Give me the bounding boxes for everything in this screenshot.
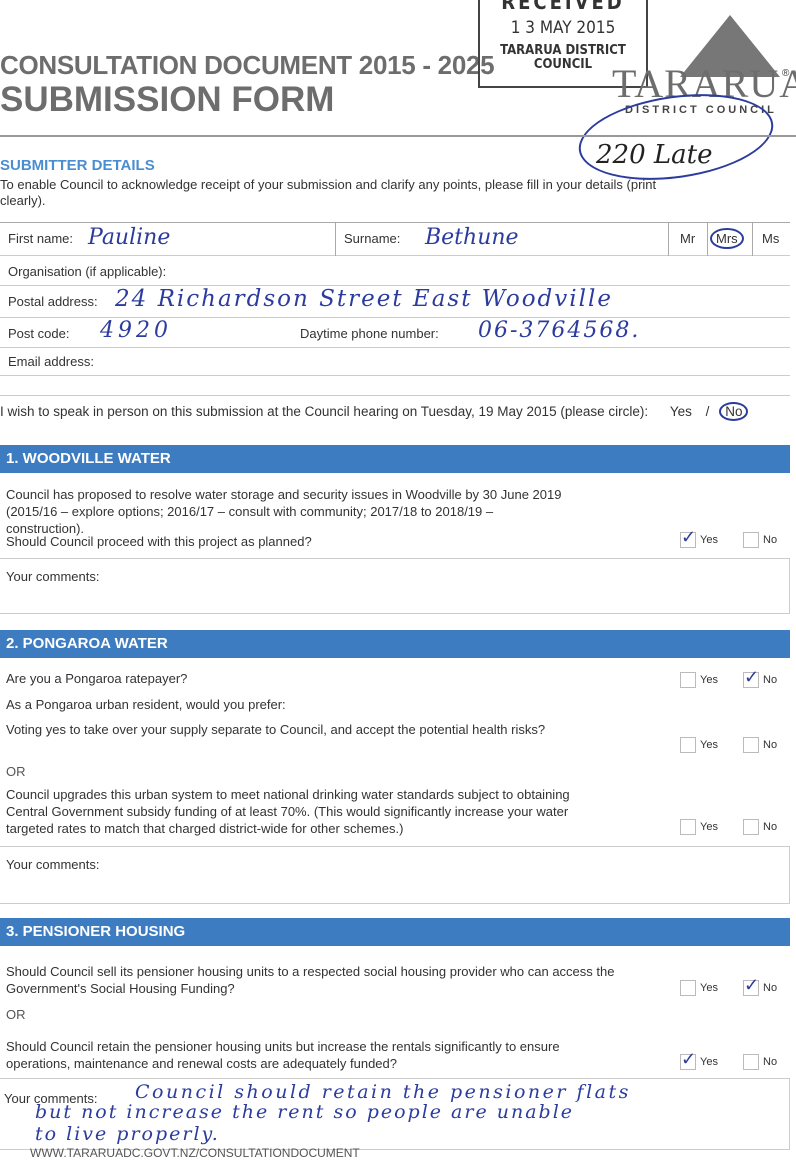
email-field[interactable] xyxy=(0,376,790,396)
stamp-date: 1 3 MAY 2015 xyxy=(510,18,616,38)
title-mr[interactable]: Mr xyxy=(680,231,696,246)
first-name-field[interactable]: Pauline xyxy=(88,225,171,250)
speak-separator: / xyxy=(705,404,710,419)
section-pongaroa-water: 2. PONGAROA WATER xyxy=(0,630,790,658)
s2-q1-no[interactable]: ✓No xyxy=(743,667,778,688)
submitter-intro: To enable Council to acknowledge receipt… xyxy=(0,177,657,208)
s1-no[interactable]: No xyxy=(743,532,777,548)
check-icon: ✓ xyxy=(744,975,760,995)
submitter-heading: SUBMITTER DETAILS xyxy=(0,157,155,174)
title-mrs[interactable]: Mrs xyxy=(710,228,744,249)
s2-q4-no[interactable]: No xyxy=(743,819,777,835)
s3-q1-no[interactable]: ✓No xyxy=(743,975,778,996)
footer-url[interactable]: WWW.TARARUADC.GOVT.NZ/CONSULTATIONDOCUME… xyxy=(30,1146,360,1160)
divider xyxy=(0,135,796,137)
s1-question: Council has proposed to resolve water st… xyxy=(6,487,562,536)
surname-label: Surname: xyxy=(344,231,401,246)
s2-q4: Council upgrades this urban system to me… xyxy=(6,787,570,836)
speak-question: I wish to speak in person on this submis… xyxy=(0,402,749,421)
section-woodville-water: 1. WOODVILLE WATER xyxy=(0,445,790,473)
s3-or: OR xyxy=(6,1007,26,1022)
s2-comments[interactable]: Your comments: xyxy=(0,846,790,904)
s2-q4-yes[interactable]: Yes xyxy=(680,819,718,835)
stamp-title: RECEIVED xyxy=(501,0,625,14)
s3-q2: Should Council retain the pensioner hous… xyxy=(6,1039,560,1071)
late-annotation: 220 Late xyxy=(596,140,713,170)
logo-name: TARARUA xyxy=(612,61,796,106)
s2-q1-yes[interactable]: Yes xyxy=(680,672,718,688)
s3-q1: Should Council sell its pensioner housin… xyxy=(6,964,615,996)
speak-no[interactable]: No xyxy=(719,402,749,421)
postal-row: Postal address: 24 Richardson Street Eas… xyxy=(0,286,790,318)
speak-yes[interactable]: Yes xyxy=(669,404,692,419)
surname-field[interactable]: Bethune xyxy=(425,225,519,250)
stamp-org: TARARUA DISTRICT COUNCIL xyxy=(500,43,626,72)
submitter-table: First name: Pauline Surname: Bethune Mr … xyxy=(0,222,790,396)
doc-title: CONSULTATION DOCUMENT 2015 - 2025 xyxy=(0,50,495,80)
first-name-label: First name: xyxy=(8,231,74,246)
s1-comments[interactable]: Your comments: xyxy=(0,558,790,614)
s2-q2: As a Pongaroa urban resident, would you … xyxy=(6,697,286,712)
section-pensioner-housing: 3. PENSIONER HOUSING xyxy=(0,918,790,946)
org-label: Organisation (if applicable): xyxy=(8,264,167,279)
s3-comments[interactable]: Your comments: Council should retain the… xyxy=(0,1078,790,1150)
registered-mark: ® xyxy=(782,68,790,79)
s2-q3-yes[interactable]: Yes xyxy=(680,737,718,753)
title-ms[interactable]: Ms xyxy=(762,231,780,246)
org-row: Organisation (if applicable): xyxy=(0,256,790,286)
email-row: Email address: xyxy=(0,348,790,376)
received-stamp: RECEIVED 1 3 MAY 2015 TARARUA DISTRICT C… xyxy=(478,0,648,88)
logo-mountain-icon xyxy=(680,15,780,77)
postcode-label: Post code: xyxy=(8,326,70,341)
s1-comments-label: Your comments: xyxy=(6,569,100,584)
comment-line: Council should retain the pensioner flat… xyxy=(135,1081,631,1103)
comment-line: to live properly. xyxy=(35,1123,220,1145)
email-label: Email address: xyxy=(8,354,94,369)
form-title: SUBMISSION FORM xyxy=(0,80,335,119)
postcode-field[interactable]: 4920 xyxy=(100,318,172,343)
phone-label: Daytime phone number: xyxy=(300,326,439,341)
s2-q3-no[interactable]: No xyxy=(743,737,777,753)
check-icon: ✓ xyxy=(681,1049,697,1069)
s3-comments-label: Your comments: xyxy=(4,1091,98,1106)
check-icon: ✓ xyxy=(681,527,697,547)
s3-q2-no[interactable]: No xyxy=(743,1054,777,1070)
s3-q1-yes[interactable]: Yes xyxy=(680,980,718,996)
check-icon: ✓ xyxy=(744,667,760,687)
s2-q3: Voting yes to take over your supply sepa… xyxy=(6,722,546,737)
s2-or: OR xyxy=(6,764,26,779)
logo-subtitle: DISTRICT COUNCIL xyxy=(625,104,777,116)
s1-question-2: Should Council proceed with this project… xyxy=(6,534,312,549)
postcode-row: Post code: 4920 Daytime phone number: 06… xyxy=(0,318,790,348)
postal-field[interactable]: 24 Richardson Street East Woodville xyxy=(115,286,613,312)
phone-field[interactable]: 06-3764568. xyxy=(478,318,641,343)
postal-label: Postal address: xyxy=(8,294,98,309)
speak-text: I wish to speak in person on this submis… xyxy=(0,404,649,419)
s2-q1: Are you a Pongaroa ratepayer? xyxy=(6,671,188,686)
name-row: First name: Pauline Surname: Bethune Mr … xyxy=(0,223,790,256)
comment-line: but not increase the rent so people are … xyxy=(35,1101,575,1123)
s1-yes[interactable]: ✓Yes xyxy=(680,527,718,548)
s2-comments-label: Your comments: xyxy=(6,857,100,872)
s3-q2-yes[interactable]: ✓Yes xyxy=(680,1049,718,1070)
